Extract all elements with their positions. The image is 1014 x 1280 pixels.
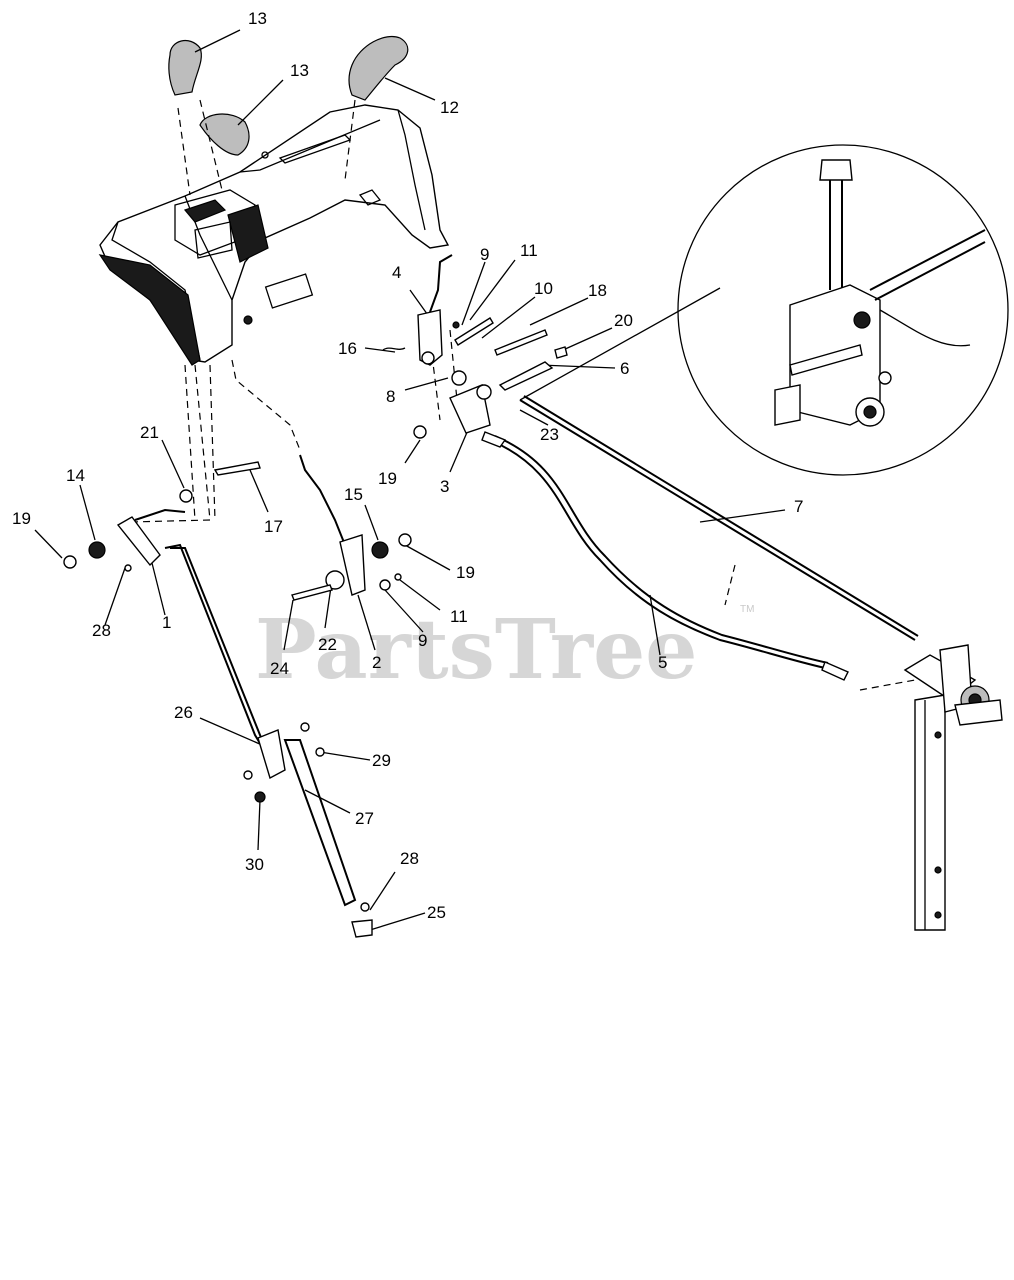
rod-27 <box>283 739 357 907</box>
pin-28-upper <box>124 564 132 572</box>
bracket-2 <box>339 534 366 596</box>
washer-9 <box>379 579 391 591</box>
callout-21: 21 <box>140 423 159 442</box>
callout-26: 26 <box>174 703 193 722</box>
callout-9: 9 <box>480 245 489 264</box>
pin-11 <box>394 573 402 581</box>
callout-3: 3 <box>440 477 449 496</box>
callout-19: 19 <box>12 509 31 528</box>
callout-10: 10 <box>534 279 553 298</box>
fitting-25 <box>351 919 373 938</box>
rod-7 <box>519 399 916 641</box>
pin-10 <box>454 317 494 346</box>
bolt-29 <box>315 747 325 757</box>
spring-16 <box>382 347 406 351</box>
callout-17: 17 <box>264 517 283 536</box>
control-knobs <box>168 36 409 156</box>
watermark: PartsTree TM <box>255 602 754 698</box>
callout-29: 29 <box>372 751 391 770</box>
callout-27: 27 <box>355 809 374 828</box>
rod-26-end <box>257 729 286 780</box>
washer-21 <box>179 489 193 503</box>
callout-20: 20 <box>614 311 633 330</box>
lever-bracket-4 <box>417 309 443 366</box>
callout-14: 14 <box>66 466 85 485</box>
left-linkage <box>63 461 373 938</box>
knob-left-top <box>168 39 202 96</box>
pin-17 <box>213 461 261 476</box>
callout-2: 2 <box>372 653 381 672</box>
assembly-lines <box>129 99 916 691</box>
bracket-1 <box>116 516 161 567</box>
nut-30 <box>254 791 266 803</box>
washer-8 <box>451 370 467 386</box>
callout-5: 5 <box>658 653 667 672</box>
shaft <box>914 694 946 931</box>
spring-15 <box>371 541 389 559</box>
detail-inset <box>677 144 1009 476</box>
callout-11: 11 <box>520 241 538 260</box>
callout-6: 6 <box>620 359 629 378</box>
detail-circle <box>677 144 1009 476</box>
spring-14 <box>88 541 106 559</box>
nut-19-center <box>398 533 412 547</box>
callout-19: 19 <box>456 563 475 582</box>
callout-labels: 13 13 12 9 11 4 10 18 20 16 6 8 19 23 3 … <box>12 9 803 922</box>
bolt-24 <box>291 584 333 601</box>
callout-12: 12 <box>440 98 459 117</box>
pin-18 <box>494 329 548 356</box>
center-linkage <box>291 454 412 601</box>
callout-1: 1 <box>162 613 171 632</box>
upper-linkage <box>382 254 568 439</box>
callout-28: 28 <box>400 849 419 868</box>
callout-24: 24 <box>270 659 289 678</box>
nut-19-left <box>63 555 77 569</box>
nut-19-upper <box>413 425 427 439</box>
pin-28-lower <box>360 902 370 912</box>
clevis-6 <box>498 361 554 391</box>
callout-15: 15 <box>344 485 363 504</box>
cable-5 <box>489 439 826 669</box>
callout-11: 11 <box>450 607 468 626</box>
knob-right <box>348 36 409 101</box>
callout-23: 23 <box>540 425 559 444</box>
control-rod-and-cable <box>481 395 919 681</box>
callout-19: 19 <box>378 469 397 488</box>
callout-7: 7 <box>794 497 803 516</box>
knob-left-lower <box>199 113 250 156</box>
callout-8: 8 <box>386 387 395 406</box>
callout-4: 4 <box>392 263 401 282</box>
callout-13: 13 <box>248 9 267 28</box>
callout-13: 13 <box>290 61 309 80</box>
chute-control-bracket <box>903 644 1003 931</box>
callout-28: 28 <box>92 621 111 640</box>
callout-30: 30 <box>245 855 264 874</box>
callout-18: 18 <box>588 281 607 300</box>
nut-20 <box>554 346 568 359</box>
callout-25: 25 <box>427 903 446 922</box>
watermark-trademark: TM <box>740 604 754 615</box>
callout-22: 22 <box>318 635 337 654</box>
dash-panel <box>98 104 450 366</box>
watermark-text: PartsTree <box>255 602 697 698</box>
callout-16: 16 <box>338 339 357 358</box>
callout-9: 9 <box>418 631 427 650</box>
